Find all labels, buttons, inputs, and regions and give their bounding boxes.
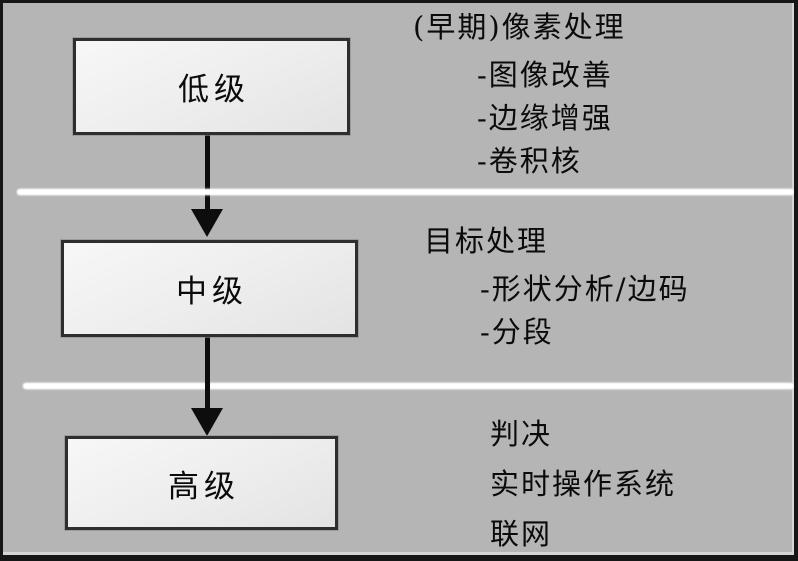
flow-box-high-label: 高级 [168,468,240,505]
down-arrow-2-stem [205,337,210,411]
down-arrow-1-icon [191,209,223,237]
annotation-low-heading: (早期)像素处理 [413,10,626,44]
annotation-mid-item-1: -形状分析/边码 [480,272,690,306]
section-divider-2 [23,383,794,389]
down-arrow-2-icon [191,408,223,436]
annotation-low-item-3: -卷积核 [477,144,582,178]
flow-box-mid-label: 中级 [176,274,248,310]
annotation-low-item-2: -边缘增强 [477,101,613,135]
annotation-high-item-3: 联网 [490,517,553,551]
flow-box-mid-level: 中级 [61,240,358,337]
annotation-mid-level: 目标处理 -形状分析/边码 -分段 [424,223,690,354]
annotation-high-item-2: 实时操作系统 [490,467,677,501]
flow-box-low-level: 低级 [73,38,350,135]
flow-box-high-level: 高级 [65,436,338,530]
down-arrow-1-stem [205,135,210,211]
flow-box-low-label: 低级 [178,72,250,108]
annotation-mid-item-2: -分段 [480,315,554,349]
section-divider-1 [17,189,794,195]
annotation-mid-heading: 目标处理 [424,224,549,258]
annotation-low-level: (早期)像素处理 -图像改善 -边缘增强 -卷积核 [413,9,626,183]
annotation-high-level: 判决 实时操作系统 联网 [490,409,677,555]
annotation-low-item-1: -图像改善 [477,58,613,92]
annotation-high-item-1: 判决 [490,417,553,451]
